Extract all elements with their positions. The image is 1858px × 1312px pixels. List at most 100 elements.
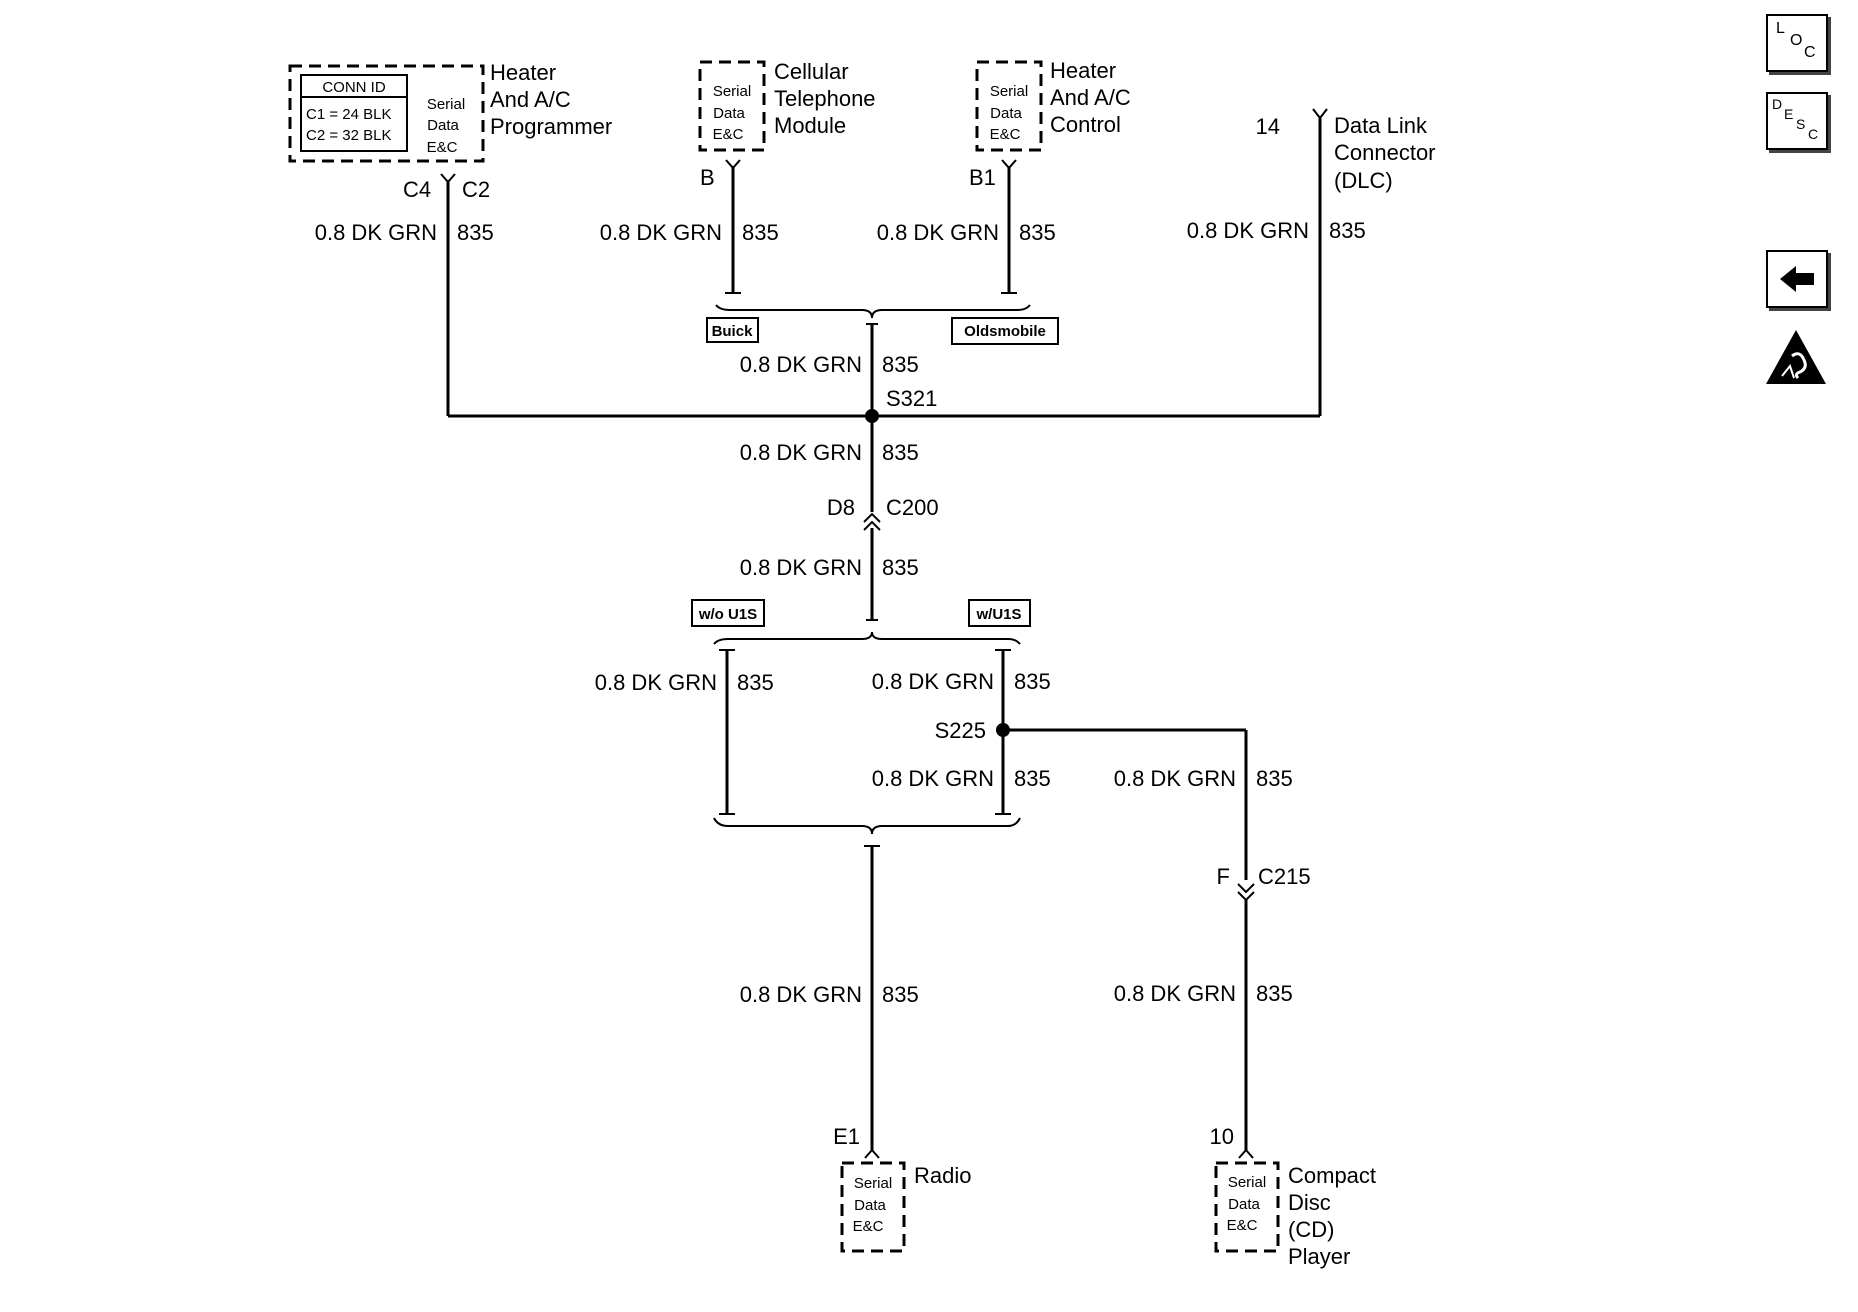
wire-label-gauge: 0.8 DK GRN	[1114, 981, 1236, 1006]
wire-label-gauge: 0.8 DK GRN	[600, 220, 722, 245]
component-name-line-3: (CD)	[1288, 1217, 1334, 1242]
component-name-line-2: And A/C	[1050, 85, 1131, 110]
option-tag-without-u1s-label: w/o U1S	[698, 606, 757, 623]
description-icon-letter: S	[1796, 116, 1806, 132]
location-icon-letter: O	[1790, 32, 1803, 49]
wire-label-circuit: 835	[882, 555, 919, 580]
option-bracket-u1s: w/o U1S w/U1S	[691, 599, 1031, 645]
option-tag-oldsmobile	[951, 317, 1059, 345]
serial-label-line-1: Serial	[713, 83, 751, 100]
pin-label-14: 14	[1256, 114, 1280, 139]
component-name-line-4: Player	[1288, 1244, 1350, 1269]
wire-end-caps	[719, 649, 735, 815]
u1s-branches: S225	[713, 649, 1248, 1150]
back-arrow-glyph	[1780, 266, 1814, 292]
wire-label-gauge: 0.8 DK GRN	[872, 669, 994, 694]
heater-ac-programmer: CONN ID C1 = 24 BLK C2 = 32 BLK Serial D…	[288, 60, 612, 202]
wire-label-gauge: 0.8 DK GRN	[740, 555, 862, 580]
connector-c215-pin: F	[1217, 864, 1230, 889]
pin-label-c4: C4	[403, 177, 431, 202]
serial-label-line-1: Serial	[990, 83, 1028, 100]
component-name-line-1: Data Link	[1334, 113, 1428, 138]
wire-label-gauge: 0.8 DK GRN	[877, 220, 999, 245]
connector-c215-icon	[1237, 883, 1255, 902]
component-name-line-2: And A/C	[490, 87, 571, 112]
wire-label-circuit: 835	[1014, 766, 1051, 791]
option-tag-with-u1s-label: w/U1S	[975, 606, 1021, 623]
cd-dashed-outline	[1214, 1161, 1280, 1253]
splice-s321-label: S321	[886, 386, 937, 411]
wire-label-circuit: 835	[1329, 218, 1366, 243]
description-icon[interactable]: D E S C	[1766, 92, 1828, 150]
conn-id-title: CONN ID	[322, 79, 386, 96]
wire-label-gauge: 0.8 DK GRN	[1187, 218, 1309, 243]
component-name-line-1: Cellular	[774, 59, 849, 84]
component-name-line-2: Telephone	[774, 86, 876, 111]
serial-label-line-3: E&C	[853, 1218, 884, 1235]
wire-label-circuit: 835	[1014, 669, 1051, 694]
description-icon-letter: D	[1772, 96, 1783, 112]
wire-end-caps	[995, 649, 1011, 815]
radio: E1 Serial Data E&C Radio	[833, 1124, 971, 1253]
component-name-line-3: (DLC)	[1334, 168, 1393, 193]
conn-id-row-2: C2 = 32 BLK	[306, 127, 391, 144]
wire-labels-lower: 0.8 DK GRN 835 0.8 DK GRN 835 0.8 DK GRN…	[595, 669, 1293, 1007]
cellular-telephone-module: Serial Data E&C Cellular Telephone Modul…	[698, 59, 876, 190]
wire-label-circuit: 835	[1256, 981, 1293, 1006]
serial-label-line-1: Serial	[854, 1175, 892, 1192]
option-bracket-make: Buick Oldsmobile	[706, 304, 1059, 345]
wire-label-gauge: 0.8 DK GRN	[315, 220, 437, 245]
serial-label-line-1: Serial	[427, 96, 465, 113]
programmer-dashed-outline	[288, 64, 485, 163]
radio-dashed-outline	[840, 1161, 906, 1253]
cd-player: 10 Serial Data E&C Compact Disc (CD) Pla…	[1210, 1124, 1377, 1269]
location-icon[interactable]: L O C	[1766, 14, 1828, 72]
wire-labels-top: 0.8 DK GRN 835 0.8 DK GRN 835 0.8 DK GRN…	[315, 218, 1366, 580]
component-name-line-2: Connector	[1334, 140, 1436, 165]
serial-label-line-3: E&C	[427, 139, 458, 156]
conn-id-row-1: C1 = 24 BLK	[306, 106, 391, 123]
option-tag-oldsmobile-label: Oldsmobile	[964, 323, 1046, 340]
serial-label-line-2: Data	[713, 105, 745, 122]
serial-label-line-2: Data	[427, 117, 459, 134]
connector-c200-pin: D8	[827, 495, 855, 520]
option-bracket	[713, 631, 1021, 645]
serial-label-line-2: Data	[1228, 1196, 1260, 1213]
option-tag-buick-label: Buick	[712, 323, 754, 340]
wire-label-gauge: 0.8 DK GRN	[740, 982, 862, 1007]
pin-fork-icon	[1238, 1148, 1254, 1159]
wire-label-circuit: 835	[882, 352, 919, 377]
top-wires	[446, 116, 1322, 620]
component-name-line-3: Control	[1050, 112, 1121, 137]
connector-c200-icon	[863, 512, 881, 531]
option-bracket-merge	[713, 817, 1021, 835]
description-icon-letter: C	[1808, 126, 1819, 142]
description-icon-letter: E	[1784, 106, 1794, 122]
option-tag-buick	[706, 317, 759, 343]
option-bracket	[715, 304, 1031, 319]
wire-label-circuit: 835	[882, 440, 919, 465]
serial-label-line-1: Serial	[1228, 1174, 1266, 1191]
esd-warning-icon[interactable]	[1764, 326, 1828, 388]
component-name-line-1: Compact	[1288, 1163, 1376, 1188]
component-name-line-2: Disc	[1288, 1190, 1331, 1215]
wire-label-circuit: 835	[742, 220, 779, 245]
pin-label-b: B	[700, 165, 715, 190]
serial-label-line-3: E&C	[713, 126, 744, 143]
wire-label-circuit: 835	[1019, 220, 1056, 245]
back-arrow-icon[interactable]	[1766, 250, 1828, 308]
wire-label-circuit: 835	[882, 982, 919, 1007]
wire-label-gauge: 0.8 DK GRN	[740, 440, 862, 465]
pin-label-b1: B1	[969, 165, 996, 190]
pin-label-e1: E1	[833, 1124, 860, 1149]
wire-label-gauge: 0.8 DK GRN	[740, 352, 862, 377]
splice-s321-dot	[865, 409, 879, 423]
wire-label-gauge: 0.8 DK GRN	[872, 766, 994, 791]
option-tag-without-u1s	[691, 599, 765, 627]
conn-id-box	[300, 74, 408, 152]
component-name-line-1: Heater	[1050, 58, 1116, 83]
heater-ac-control: Serial Data E&C Heater And A/C Control B…	[969, 58, 1131, 190]
location-icon-letter: L	[1776, 20, 1785, 37]
component-name-line-3: Module	[774, 113, 846, 138]
splice-s225-dot	[996, 723, 1010, 737]
